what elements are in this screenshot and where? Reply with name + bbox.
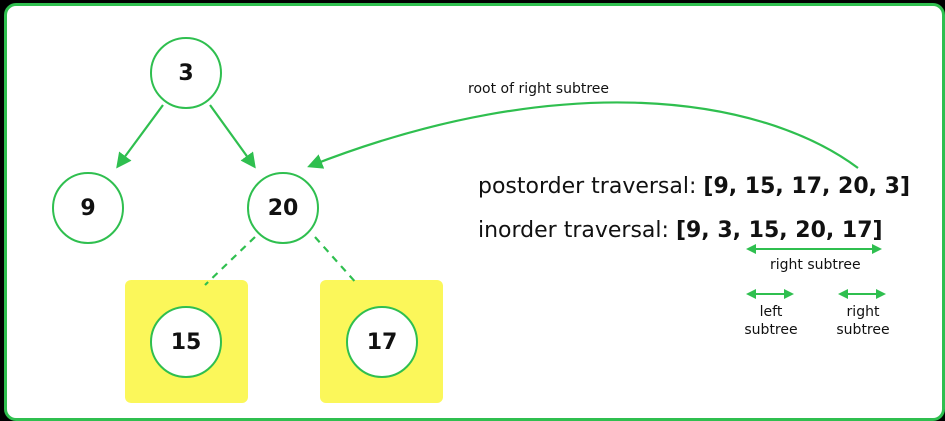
node-value: 20 <box>267 195 299 221</box>
postorder-label: postorder traversal: <box>478 174 697 199</box>
node-value: 15 <box>170 329 202 355</box>
edge-20-to-17 <box>314 236 359 286</box>
root-of-right-subtree-arrow <box>307 101 859 169</box>
right-subtree-caption: right subtree <box>834 303 892 339</box>
inorder-value: [9, 3, 15, 20, 17] <box>675 218 883 243</box>
arrow-label: root of right subtree <box>468 81 610 97</box>
node-value: 3 <box>178 60 194 86</box>
tree-node-root: 3 <box>150 37 222 109</box>
node-value: 9 <box>80 195 96 221</box>
inorder-label: inorder traversal: <box>478 218 669 243</box>
edge-3-to-20 <box>209 104 256 169</box>
tree-node-left: 9 <box>52 172 124 244</box>
left-subtree-line1: left <box>759 304 783 320</box>
right-subtree-label: right subtree <box>770 257 861 273</box>
right-subtree-line1: right <box>846 304 880 320</box>
edge-20-to-15 <box>204 236 256 286</box>
left-subtree-line2: subtree <box>744 322 798 338</box>
postorder-line: postorder traversal: [9, 15, 17, 20, 3] <box>478 174 910 199</box>
postorder-value: [9, 15, 17, 20, 3] <box>703 174 911 199</box>
edge-3-to-9 <box>116 104 164 169</box>
inorder-line: inorder traversal: [9, 3, 15, 20, 17] <box>478 218 883 243</box>
tree-node-right: 20 <box>247 172 319 244</box>
node-value: 17 <box>366 329 398 355</box>
tree-node-17: 17 <box>346 306 418 378</box>
left-subtree-caption: left subtree <box>742 303 800 339</box>
right-subtree-line2: subtree <box>836 322 890 338</box>
tree-node-15: 15 <box>150 306 222 378</box>
